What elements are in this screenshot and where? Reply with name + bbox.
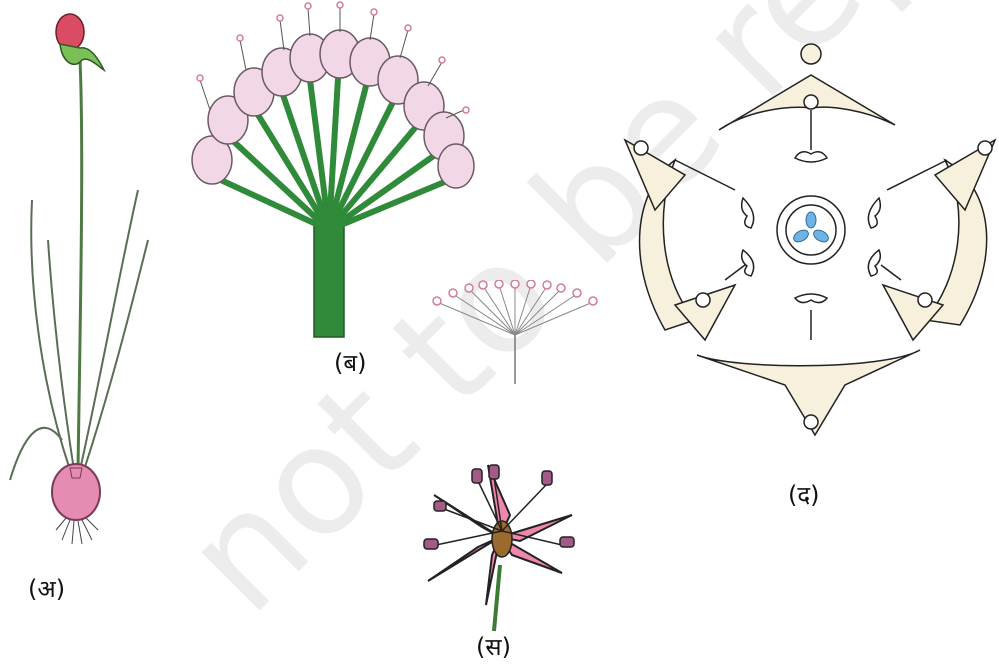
label-d: (द) <box>788 478 819 511</box>
label-b: (ब) <box>334 346 366 379</box>
onion-plant-illustration <box>0 0 160 560</box>
mother-axis-marker <box>801 44 821 64</box>
onion-flower-illustration <box>412 455 582 635</box>
onion-leaf <box>84 240 148 470</box>
onion-leaf <box>48 240 74 470</box>
umbel-schematic <box>425 280 605 390</box>
onion-roots <box>56 518 98 544</box>
onion-spathe <box>60 44 104 70</box>
label-a: (अ) <box>28 572 65 605</box>
flower-pedicel <box>494 565 500 631</box>
onion-leaf <box>10 428 62 480</box>
label-c: (स) <box>476 630 511 663</box>
onion-scape <box>78 60 82 470</box>
umbel-peduncle <box>314 225 344 337</box>
floral-diagram <box>615 40 999 450</box>
onion-bulb-neck <box>70 468 82 478</box>
onion-leaf <box>80 190 138 470</box>
schematic-rays <box>437 284 593 335</box>
